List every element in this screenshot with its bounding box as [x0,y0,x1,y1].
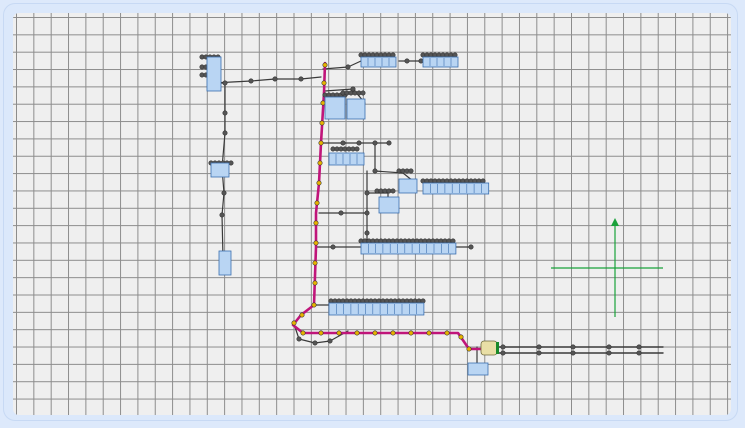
node [327,338,333,344]
feeder-node [444,330,450,336]
node [408,168,414,174]
node [536,350,542,356]
feeder-node [372,330,378,336]
node [298,76,304,82]
node [420,298,426,304]
feeder-node [390,330,396,336]
device-group [328,152,365,166]
feeder-node [312,260,318,266]
node [219,212,225,218]
feeder-node [318,330,324,336]
feeder-node [322,62,328,68]
node [500,350,506,356]
device-group [422,56,459,68]
node [345,64,351,70]
feeder-node [320,100,326,106]
node [228,160,234,166]
node [372,168,378,174]
feeder-node [300,330,306,336]
feeder-node [319,120,325,126]
feeder-node [299,312,305,318]
feeder-node [336,330,342,336]
feeder-node [458,334,464,340]
node [340,140,346,146]
device-block [324,96,346,120]
node [390,52,396,58]
node [354,146,360,152]
node [221,190,227,196]
node [364,230,370,236]
feeder-node [311,302,317,308]
window-frame [3,3,738,421]
node [570,350,576,356]
node [570,344,576,350]
node [330,244,336,250]
node [636,344,642,350]
feeder-node [317,160,323,166]
feeder-node [318,140,324,146]
network-diagram[interactable] [13,13,731,415]
node [390,188,396,194]
node [222,110,228,116]
branch-line [374,142,414,182]
source-marker [496,342,499,354]
node [452,52,458,58]
feeder-node [313,220,319,226]
node [312,340,318,346]
device-block [378,196,400,214]
device-group [360,56,397,68]
node [606,344,612,350]
feeder-node [313,240,319,246]
node [536,344,542,350]
feeder-node [291,320,297,326]
node [222,130,228,136]
node [364,210,370,216]
node [248,78,254,84]
node [222,80,228,86]
device-block [218,250,232,276]
branch-line [212,76,322,84]
node [480,178,486,184]
feeder-node [408,330,414,336]
node [272,76,278,82]
feeder-node [354,330,360,336]
node [350,86,356,92]
device-group [328,302,425,316]
node [372,140,378,146]
device-group [422,182,490,195]
branch-line [221,82,226,259]
device-group [360,242,457,255]
node [364,190,370,196]
node [386,140,392,146]
device-block [346,98,366,120]
node [356,140,362,146]
feeder-node [321,80,327,86]
node [360,90,366,96]
feeder-node [316,180,322,186]
device-block [206,56,222,92]
feeder-node [314,200,320,206]
node [500,344,506,350]
node [468,244,474,250]
grid-canvas[interactable] [13,13,731,415]
node [338,210,344,216]
feeder-node [426,330,432,336]
source-icon [480,340,498,356]
node [636,350,642,356]
node [418,58,424,64]
node [296,336,302,342]
feeder-node [312,280,318,286]
node [404,58,410,64]
node [450,238,456,244]
axis-cross-icon [611,218,619,226]
branch-line [322,60,362,70]
device-block [398,178,418,194]
device-block [467,362,489,376]
feeder-node [466,346,472,352]
node [606,350,612,356]
device-block [210,162,230,178]
